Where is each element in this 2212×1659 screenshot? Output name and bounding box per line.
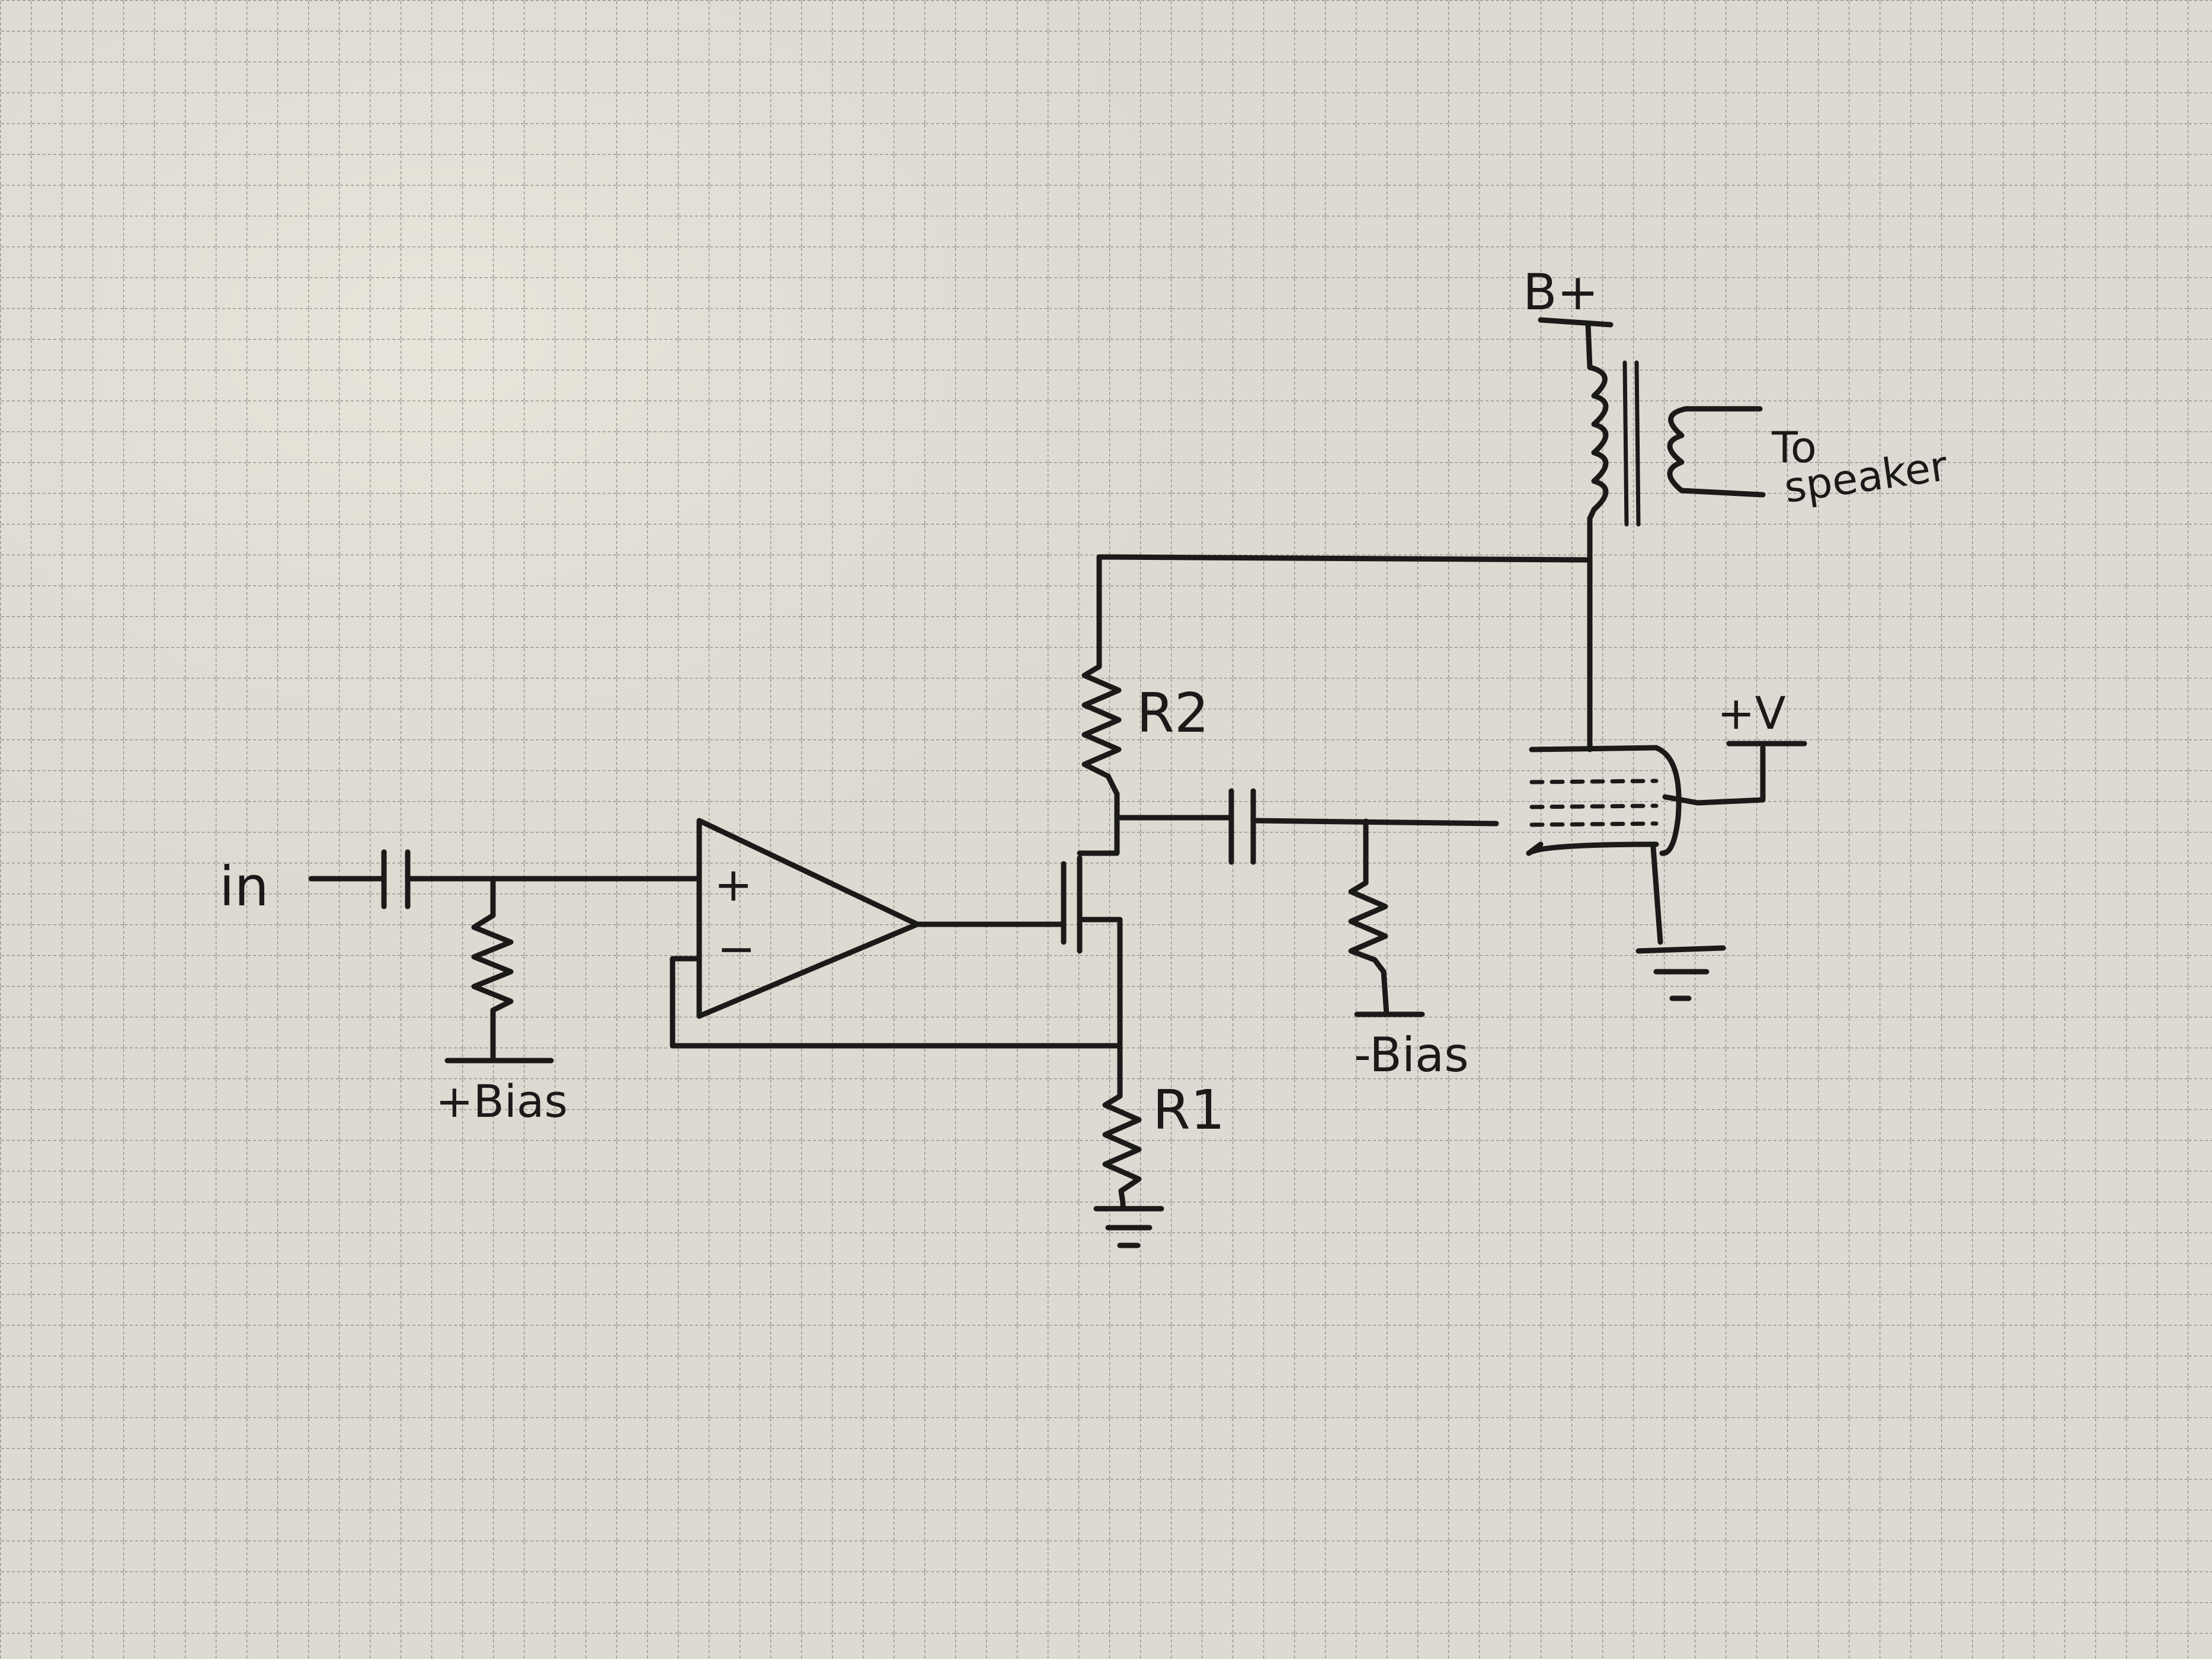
- b-plus-rail: [1538, 317, 1614, 328]
- primary-top-lead: [1585, 322, 1593, 370]
- transformer-core: [1622, 360, 1641, 527]
- mosfet: [1061, 850, 1120, 954]
- r2-resistor: [1081, 664, 1122, 797]
- plus-v-label: +V: [1717, 687, 1786, 739]
- mosfet-drain-wire: [1105, 791, 1120, 856]
- b-plus-label: B+: [1523, 263, 1599, 321]
- pentode-tube: [1526, 745, 1682, 856]
- r2-label: R2: [1137, 681, 1209, 745]
- r1-ground-icon: [1093, 1206, 1164, 1248]
- opamp-plus-label: +: [714, 859, 753, 912]
- secondary-winding: [1667, 406, 1689, 494]
- bias-pos-label: +Bias: [436, 1075, 568, 1128]
- input-label: in: [219, 855, 269, 918]
- grid-bias-resistor: [1348, 880, 1388, 975]
- primary-winding: [1587, 364, 1609, 521]
- opamp-feedback-wire: [670, 956, 1123, 1049]
- coupling-capacitor: [1228, 788, 1256, 865]
- coupling-wire-right: [1250, 818, 1499, 827]
- opamp-minus-label: −: [717, 923, 756, 976]
- grid-bias-lead-bottom: [1381, 969, 1390, 1017]
- screen-grid-wire: [1662, 745, 1766, 806]
- r2-top-wire: [1096, 554, 1593, 670]
- cathode-ground-icon: [1635, 945, 1726, 1001]
- r1-resistor: [1102, 1093, 1142, 1206]
- speaker-wire-bottom: [1679, 488, 1766, 498]
- cathode-wire: [1650, 844, 1663, 945]
- bias-neg-label: -Bias: [1354, 1027, 1469, 1082]
- mosfet-source-wire: [1114, 917, 1123, 1099]
- to-label: To: [1771, 422, 1817, 472]
- bias-resistor: [471, 912, 514, 1013]
- opamp-triangle: [696, 818, 920, 1019]
- r1-label: R1: [1153, 1078, 1225, 1142]
